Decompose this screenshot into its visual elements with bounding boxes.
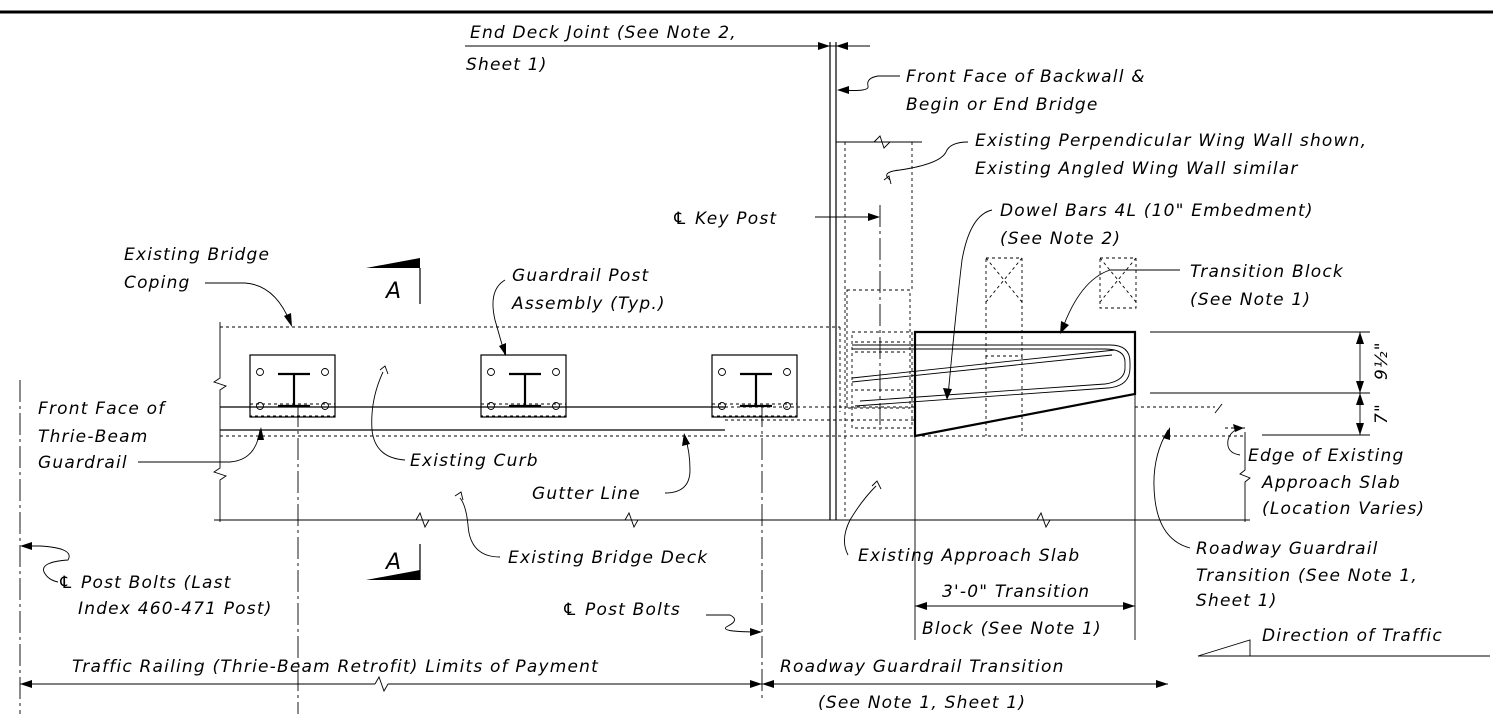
label-roadway-transition-dim-2: (See Note 1, Sheet 1) bbox=[818, 693, 1026, 713]
guardrail-post-3 bbox=[711, 354, 798, 418]
label-dim-9-half: 9½" bbox=[1372, 341, 1392, 380]
height-dimension bbox=[1150, 331, 1370, 436]
label-existing-bridge-deck: Existing Bridge Deck bbox=[508, 548, 708, 568]
label-dowel-bars-2: (See Note 2) bbox=[1000, 229, 1121, 249]
label-existing-approach-slab: Existing Approach Slab bbox=[858, 546, 1080, 566]
guardrail-post-1 bbox=[249, 354, 336, 418]
label-transition-dim-2: Block (See Note 1) bbox=[922, 619, 1102, 639]
label-roadway-transition-dim-1: Roadway Guardrail Transition bbox=[780, 657, 1065, 677]
label-edge-slab-2: Approach Slab bbox=[1261, 473, 1401, 493]
label-dowel-bars-1: Dowel Bars 4L (10" Embedment) bbox=[1000, 201, 1314, 221]
bridge-outline bbox=[19, 42, 1251, 714]
label-bridge-coping-2: Coping bbox=[124, 273, 191, 293]
label-limits-payment: Traffic Railing (Thrie-Beam Retrofit) Li… bbox=[72, 657, 599, 677]
label-dim-7: 7" bbox=[1372, 403, 1392, 424]
label-front-face-thrie-3: Guardrail bbox=[38, 453, 128, 473]
label-end-deck-joint-2: Sheet 1) bbox=[466, 55, 548, 75]
label-key-post: ℄ Key Post bbox=[672, 209, 777, 229]
label-guardrail-post-1: Guardrail Post bbox=[512, 266, 650, 286]
label-edge-slab-1: Edge of Existing bbox=[1248, 446, 1405, 466]
label-wing-wall-2: Existing Angled Wing Wall similar bbox=[975, 159, 1299, 179]
label-direction-of-traffic: Direction of Traffic bbox=[1262, 626, 1443, 646]
section-mark-bottom bbox=[366, 544, 421, 580]
label-transition-block-2: (See Note 1) bbox=[1190, 290, 1311, 310]
label-front-face-thrie-1: Front Face of bbox=[38, 399, 167, 419]
label-transition-block-1: Transition Block bbox=[1190, 262, 1344, 282]
label-front-face-backwall-1: Front Face of Backwall & bbox=[906, 67, 1146, 87]
label-roadway-transition-3: Sheet 1) bbox=[1196, 591, 1278, 611]
label-gutter-line: Gutter Line bbox=[532, 484, 641, 504]
guardrail-post-2 bbox=[480, 354, 567, 418]
label-guardrail-post-2: Assembly (Typ.) bbox=[511, 294, 666, 314]
label-roadway-transition-2: Transition (See Note 1, bbox=[1196, 566, 1418, 586]
text-labels: End Deck Joint (See Note 2, Sheet 1) Fro… bbox=[38, 23, 1443, 713]
label-front-face-thrie-2: Thrie-Beam bbox=[38, 427, 149, 447]
label-post-bolts-last-1: ℄ Post Bolts (Last bbox=[58, 573, 232, 593]
label-front-face-backwall-2: Begin or End Bridge bbox=[906, 95, 1099, 115]
label-post-bolts-last-2: Index 460-471 Post) bbox=[78, 599, 273, 619]
label-roadway-transition-1: Roadway Guardrail bbox=[1196, 539, 1379, 559]
label-section-a-bottom: A bbox=[384, 550, 402, 575]
label-bridge-coping-1: Existing Bridge bbox=[124, 245, 270, 265]
label-transition-dim-1: 3'-0" Transition bbox=[942, 582, 1090, 602]
section-mark-top bbox=[366, 258, 421, 304]
label-end-deck-joint-1: End Deck Joint (See Note 2, bbox=[470, 23, 737, 43]
leaders bbox=[20, 42, 1490, 693]
label-edge-slab-3: (Location Varies) bbox=[1262, 499, 1425, 519]
label-post-bolts: ℄ Post Bolts bbox=[562, 600, 681, 620]
label-section-a-top: A bbox=[384, 279, 402, 304]
label-existing-curb: Existing Curb bbox=[410, 451, 539, 471]
label-wing-wall-1: Existing Perpendicular Wing Wall shown, bbox=[975, 131, 1367, 151]
